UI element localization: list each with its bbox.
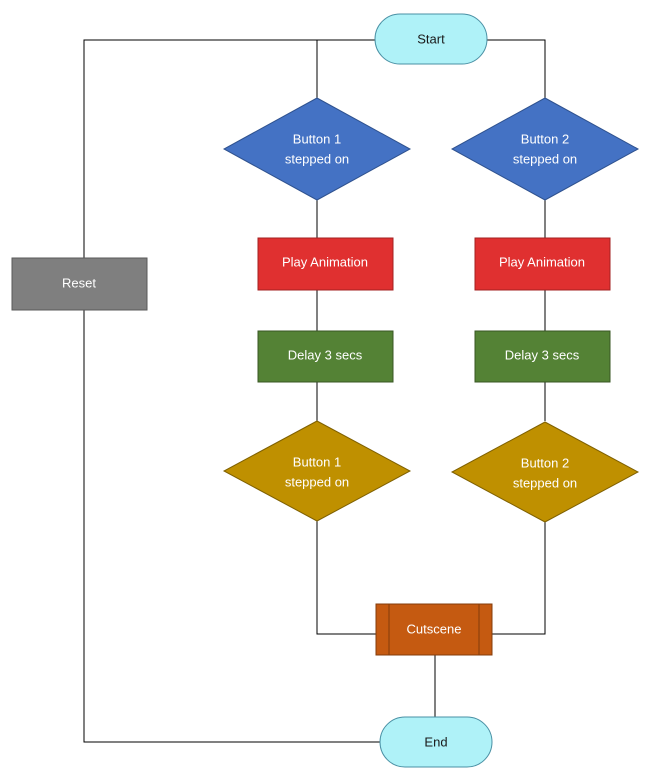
right-delay-shape xyxy=(474,330,611,383)
left-decision-stepped-label-line1: Button 1 xyxy=(293,454,341,469)
left-branch: Button 1 stepped on Play Animation Delay… xyxy=(222,97,412,522)
left-decision-button-label-line1: Button 1 xyxy=(293,131,341,146)
right-branch: Button 2 stepped on Play Animation Delay… xyxy=(450,97,640,523)
right-decision-stepped-shape xyxy=(450,421,640,523)
connector-left-decision-to-cutscene xyxy=(316,521,376,635)
cutscene-node: Cutscene xyxy=(375,603,493,656)
left-play-animation-label: Play Animation xyxy=(282,254,368,269)
end-node: End xyxy=(379,716,493,768)
right-decision-button-label-line1: Button 2 xyxy=(521,131,569,146)
connector-right-decision-to-cutscene xyxy=(492,522,546,635)
right-decision-button-label-line2: stepped on xyxy=(513,151,577,166)
left-delay-shape xyxy=(257,330,394,383)
start-terminal-shape xyxy=(374,13,488,65)
connectors xyxy=(83,39,546,743)
left-decision-stepped-shape xyxy=(222,420,412,522)
left-play-animation-shape xyxy=(257,237,394,291)
connector-start-to-right-branch xyxy=(487,39,546,98)
end-terminal-shape xyxy=(379,716,493,768)
right-play-animation-shape xyxy=(474,237,611,291)
right-play-animation-label: Play Animation xyxy=(499,254,585,269)
cutscene-process-shape xyxy=(375,603,493,656)
left-decision-button-shape xyxy=(222,97,412,201)
start-node: Start xyxy=(374,13,488,65)
right-decision-stepped-label-line1: Button 2 xyxy=(521,455,569,470)
reset-node: Reset xyxy=(11,257,148,311)
end-label: End xyxy=(424,734,447,749)
right-delay-label: Delay 3 secs xyxy=(505,347,580,362)
left-decision-button-label-line2: stepped on xyxy=(285,151,349,166)
right-decision-button-shape xyxy=(450,97,640,201)
left-decision-stepped-label-line2: stepped on xyxy=(285,474,349,489)
reset-process-shape xyxy=(11,257,148,311)
start-label: Start xyxy=(417,31,445,46)
right-decision-stepped-label-line2: stepped on xyxy=(513,475,577,490)
cutscene-label: Cutscene xyxy=(407,621,462,636)
connector-start-to-reset xyxy=(83,39,375,258)
connector-reset-to-end xyxy=(83,310,380,743)
reset-label: Reset xyxy=(62,275,96,290)
left-delay-label: Delay 3 secs xyxy=(288,347,363,362)
